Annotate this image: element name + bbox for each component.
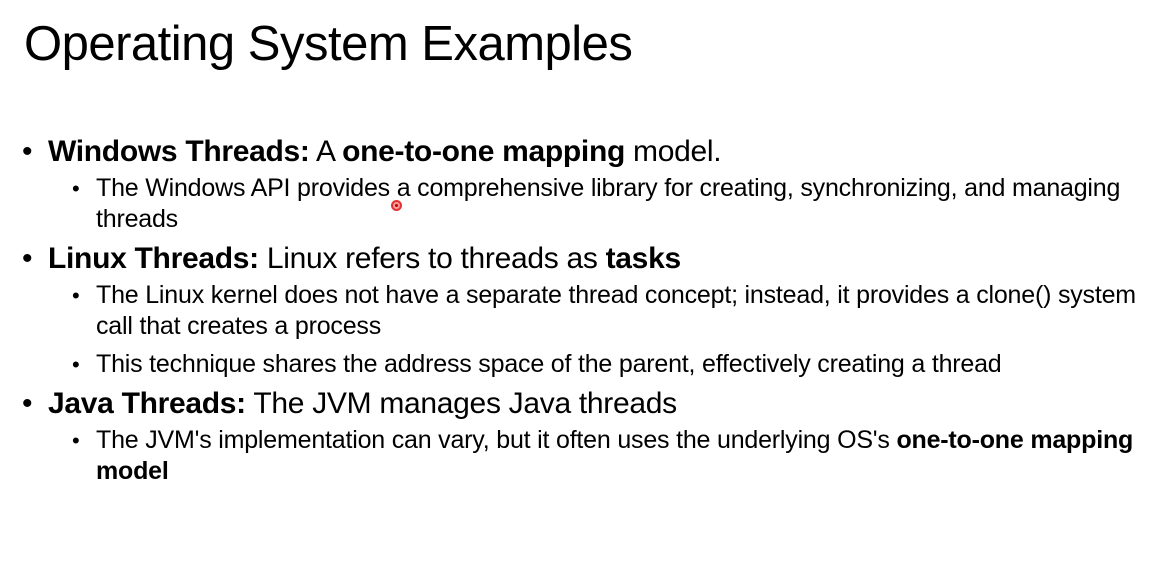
slide-title: Operating System Examples <box>24 17 633 71</box>
bullet-linux-threads: • Linux Threads: Linux refers to threads… <box>0 240 1167 278</box>
windows-threads-label: Windows Threads: <box>48 135 310 168</box>
bullet-windows-threads: • Windows Threads: A one-to-one mapping … <box>0 133 1167 171</box>
java-threads-text: The JVM manages Java threads <box>245 387 677 420</box>
linux-threads-text-bold: tasks <box>605 242 682 275</box>
bullet-java-threads: • Java Threads: The JVM manages Java thr… <box>0 385 1167 423</box>
java-threads-label: Java Threads: <box>48 387 246 420</box>
laser-pointer-icon <box>391 200 402 211</box>
linux-kernel-text: The Linux kernel does not have a separat… <box>96 281 1136 340</box>
bullet-icon: • <box>22 135 33 168</box>
linux-address-space-text: This technique shares the address space … <box>96 350 1002 378</box>
windows-threads-text-bold: one-to-one mapping <box>342 135 626 168</box>
bullet-icon: • <box>22 387 33 420</box>
sub-bullet-icon: • <box>72 176 80 201</box>
sub-bullet-icon: • <box>72 283 80 308</box>
jvm-implementation-text-bold: one-to-one mapping model <box>96 426 1134 485</box>
jvm-implementation-text: The JVM's implementation can vary, but i… <box>96 426 897 454</box>
slide-content: • Windows Threads: A one-to-one mapping … <box>0 133 1167 487</box>
windows-threads-text-pre: A <box>309 135 343 168</box>
windows-threads-text-post: model. <box>625 135 722 168</box>
sub-bullet-icon: • <box>72 352 80 377</box>
sub-bullet-jvm-implementation: • The JVM's implementation can vary, but… <box>0 425 1136 487</box>
bullet-icon: • <box>22 242 33 275</box>
windows-api-text: The Windows API provides a comprehensive… <box>96 174 1121 233</box>
sub-bullet-linux-address-space: • This technique shares the address spac… <box>0 349 1136 380</box>
sub-bullet-windows-api: • The Windows API provides a comprehensi… <box>0 173 1136 235</box>
linux-threads-text-pre: Linux refers to threads as <box>258 242 606 275</box>
sub-bullet-icon: • <box>72 428 80 453</box>
sub-bullet-linux-kernel: • The Linux kernel does not have a separ… <box>0 280 1136 342</box>
linux-threads-label: Linux Threads: <box>48 242 259 275</box>
